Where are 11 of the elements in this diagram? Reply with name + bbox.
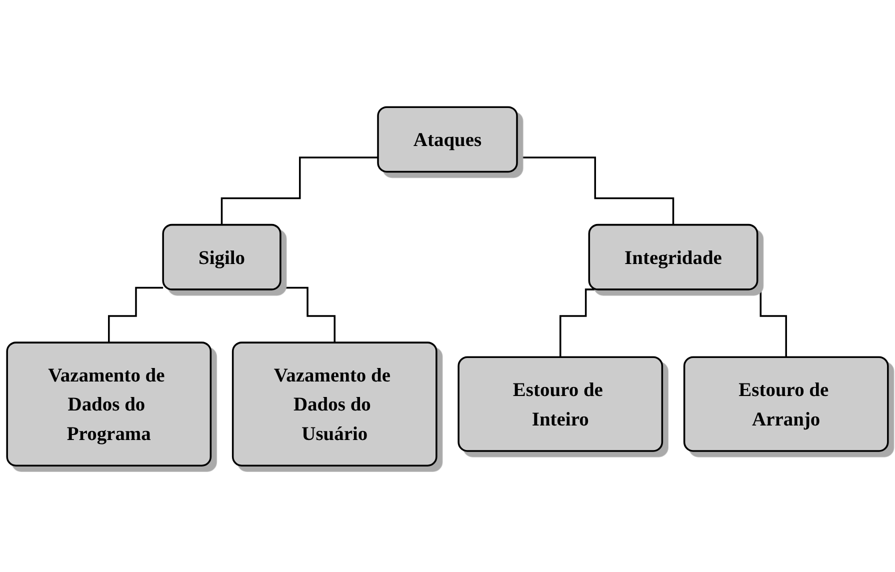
node-box: Integridade (588, 224, 758, 290)
connector (517, 156, 674, 226)
connector (280, 286, 336, 344)
connector (220, 156, 378, 226)
connector (108, 286, 164, 344)
node-box: Vazamento de Dados do Programa (6, 341, 212, 466)
node-box: Vazamento de Dados do Usuário (232, 341, 438, 466)
node-box: Sigilo (162, 224, 282, 290)
node-box: Estouro de Inteiro (458, 356, 664, 452)
node-box: Estouro de Arranjo (683, 356, 889, 452)
node-box: Ataques (377, 106, 518, 172)
